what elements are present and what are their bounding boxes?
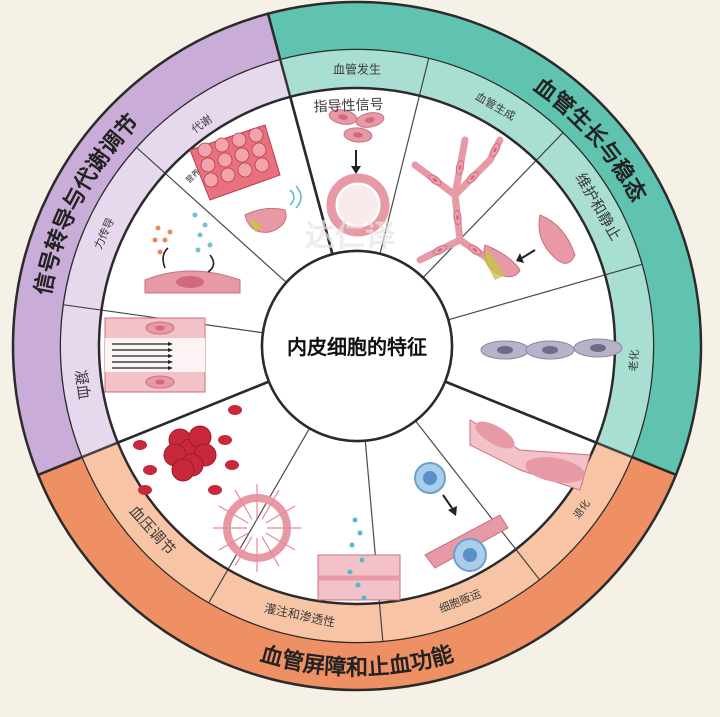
vessel-network-icon bbox=[411, 136, 504, 264]
blood-clot-icon bbox=[133, 405, 242, 495]
section-divider bbox=[379, 58, 430, 254]
radial-arrows-icon bbox=[213, 484, 301, 572]
middle-band-orange bbox=[82, 442, 632, 643]
middle-band-purple bbox=[60, 60, 291, 457]
aged-cells-icon bbox=[480, 338, 623, 360]
leaky-vessel-icon bbox=[317, 517, 401, 601]
section-divider bbox=[82, 380, 270, 459]
segment-label-angiogenesis: 血管发生 bbox=[333, 62, 381, 77]
cells-to-ring-icon bbox=[326, 109, 390, 237]
center-circle bbox=[260, 249, 454, 443]
section-divider bbox=[448, 263, 642, 321]
section-divider bbox=[279, 59, 333, 255]
section-divider bbox=[444, 380, 632, 459]
tissue-signal-icon bbox=[189, 124, 302, 233]
segment-label-guidance: 指导性信号 bbox=[313, 97, 384, 115]
nutrient-uptake-icon bbox=[144, 212, 241, 294]
watermark: 达仁译 bbox=[305, 219, 396, 254]
section-divider bbox=[136, 147, 287, 283]
shear-flow-icon bbox=[104, 317, 206, 393]
middle-band-teal bbox=[280, 49, 653, 457]
regressing-vessel-icon bbox=[469, 419, 591, 491]
center-title: 内皮细胞的特征 bbox=[287, 335, 427, 359]
section-divider bbox=[422, 132, 564, 279]
segment-label-coag: 凝血 bbox=[71, 369, 93, 401]
leukocyte-icon bbox=[414, 462, 509, 572]
section-divider bbox=[208, 427, 311, 603]
section-divider bbox=[415, 420, 540, 580]
segment-label-aging: 老化 bbox=[626, 349, 641, 372]
cell-pair-icon bbox=[483, 214, 576, 280]
section-divider bbox=[364, 440, 384, 641]
